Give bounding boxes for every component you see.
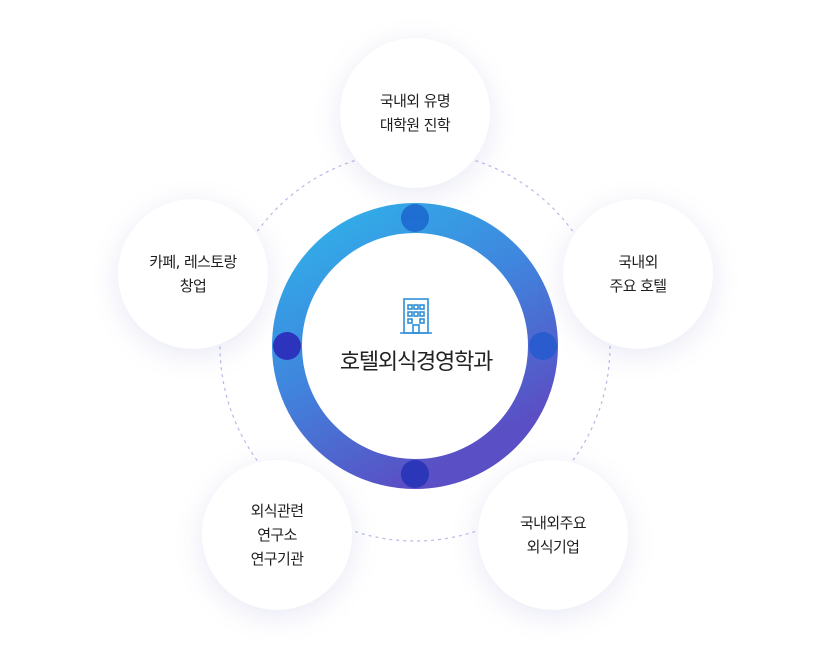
node-label: 국내외주요 외식기업 — [519, 514, 587, 556]
node-startup: 카페, 레스토랑 창업 — [118, 199, 268, 349]
node-label: 카페, 레스토랑 창업 — [149, 253, 237, 295]
ring-dot-left — [273, 332, 301, 360]
node-graduate-school: 국내외 유명 대학원 진학 — [340, 38, 490, 188]
node-research-institutes: 외식관련 연구소 연구기관 — [202, 460, 352, 610]
node-food-companies: 국내외주요 외식기업 — [478, 460, 628, 610]
ring-dot-bottom — [401, 460, 429, 488]
node-label: 외식관련 연구소 연구기관 — [250, 502, 304, 568]
node-label: 국내외 유명 대학원 진학 — [379, 92, 451, 134]
node-hotels: 국내외 주요 호텔 — [563, 199, 713, 349]
building-icon — [400, 298, 432, 334]
center-ring — [272, 203, 558, 489]
node-label: 국내외 주요 호텔 — [609, 253, 668, 295]
ring-dot-top — [401, 204, 429, 232]
center-title: 호텔외식경영학과 — [339, 350, 494, 375]
ring-dot-right — [529, 332, 557, 360]
